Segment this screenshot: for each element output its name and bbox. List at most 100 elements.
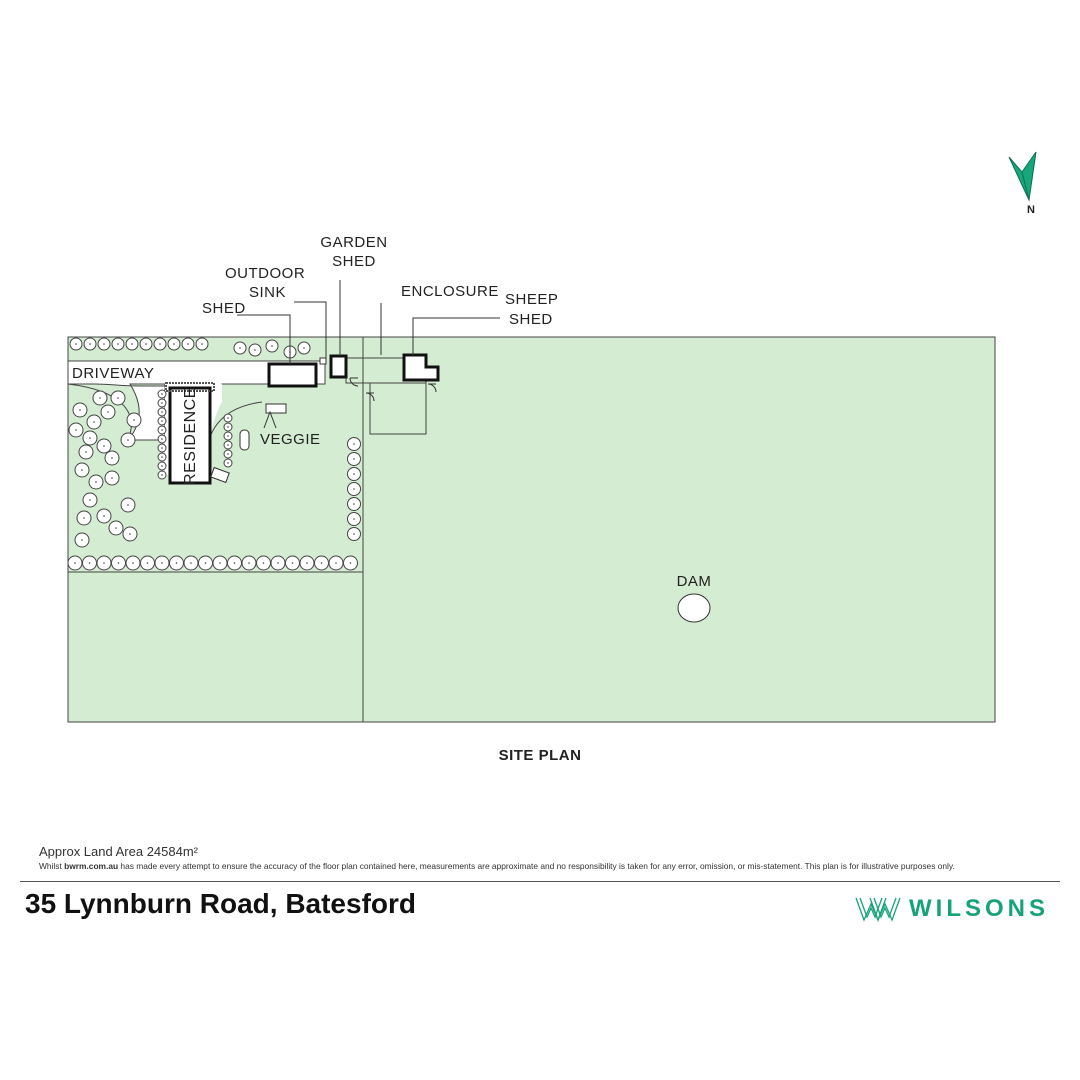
tree-center (262, 562, 265, 564)
residence-label: RESIDENCE (182, 387, 199, 485)
tree-center (161, 465, 163, 467)
tree-center (83, 517, 85, 519)
tree-center (204, 562, 207, 564)
tree-center (75, 343, 77, 345)
tree-center (161, 456, 163, 458)
residence-hatch (165, 382, 215, 392)
disclaimer-text: Whilst bwrm.com.au has made every attemp… (39, 861, 955, 871)
north-label: N (1027, 204, 1035, 216)
tree-center (161, 402, 163, 404)
sheep-shed-label-2: SHED (509, 311, 553, 328)
tree-center (129, 533, 131, 535)
tree-center (227, 444, 229, 446)
tree-center (306, 562, 308, 564)
tree-center (117, 397, 119, 399)
gate-1 (349, 377, 359, 387)
tree-center (89, 343, 91, 345)
driveway-label: DRIVEWAY (72, 365, 154, 382)
water-tank (239, 429, 250, 451)
site-plan-title: SITE PLAN (498, 747, 582, 764)
tree-center (79, 409, 81, 411)
outdoor-sink (319, 357, 327, 365)
land-area-text: Approx Land Area 24584m² (39, 844, 198, 859)
brand-logo: WILSONS (855, 893, 1049, 925)
trees (67, 337, 361, 571)
tree-center (133, 419, 135, 421)
outdoor-sink-label-2: SINK (249, 284, 286, 301)
tree-center (161, 474, 163, 476)
dam-label: DAM (677, 573, 712, 590)
tree-center (88, 562, 91, 564)
tree-center (95, 481, 97, 483)
tree-center (111, 457, 113, 459)
tree-center (81, 469, 83, 471)
disclaimer-body: has made every attempt to ensure the acc… (118, 861, 955, 871)
tree-center (159, 343, 161, 345)
tree-center (353, 443, 355, 445)
enclosure-run (369, 383, 427, 435)
disclaimer-site: bwrm.com.au (64, 861, 119, 871)
tree-center (127, 504, 129, 506)
dam (677, 593, 711, 623)
garden-shed-building (329, 354, 348, 379)
tree-center (335, 562, 337, 564)
property-address: 35 Lynnburn Road, Batesford (25, 888, 417, 919)
tree-center (254, 349, 256, 351)
wilsons-w-logo-icon (855, 897, 901, 922)
footer-divider (20, 881, 1060, 882)
garden-shed-label-1: GARDEN (320, 234, 387, 251)
tree-center (227, 426, 229, 428)
shed-building (267, 362, 318, 388)
tree-center (291, 562, 294, 564)
leader-lines (237, 280, 500, 429)
tree-center (353, 458, 355, 460)
tree-center (227, 417, 229, 419)
tree-center (85, 451, 87, 453)
tree-center (349, 562, 352, 564)
tree-center (93, 421, 95, 423)
veggie-label: VEGGIE (260, 431, 321, 448)
tree-center (175, 562, 178, 564)
tree-center (103, 343, 105, 345)
tree-center (161, 420, 163, 422)
tree-center (103, 562, 105, 564)
tree-center (117, 562, 120, 564)
tree-center (353, 473, 355, 475)
tree-center (187, 343, 189, 345)
gate-3 (427, 383, 437, 393)
tree-center (107, 411, 109, 413)
garden-shed-label-2: SHED (332, 253, 376, 270)
tree-center (131, 343, 133, 345)
tree-center (353, 533, 355, 535)
tree-center (145, 343, 147, 345)
tree-center (190, 562, 192, 564)
tree-center (146, 562, 149, 564)
tree-center (248, 562, 250, 564)
tree-center (227, 462, 229, 464)
tree-center (103, 515, 105, 517)
side-steps (210, 466, 230, 484)
tree-center (161, 429, 163, 431)
brand-name: WILSONS (909, 895, 1049, 922)
tree-center (303, 347, 305, 349)
gate-2 (365, 392, 375, 402)
tree-center (219, 562, 221, 564)
tree-center (74, 562, 76, 564)
tree-center (233, 562, 236, 564)
tree-center (227, 453, 229, 455)
tree-center (161, 393, 163, 395)
tree-center (161, 447, 163, 449)
tree-center (239, 347, 241, 349)
tree-center (75, 429, 77, 431)
tree-center (132, 562, 134, 564)
tree-center (201, 343, 203, 345)
tree-center (271, 345, 273, 347)
sheep-shed-building (402, 353, 440, 382)
enclosure-label: ENCLOSURE (401, 283, 499, 300)
tree-center (161, 411, 163, 413)
tree-center (127, 439, 129, 441)
sheep-shed-label-1: SHEEP (505, 291, 558, 308)
tree-center (227, 435, 229, 437)
tree-center (161, 562, 163, 564)
tree-center (320, 562, 323, 564)
